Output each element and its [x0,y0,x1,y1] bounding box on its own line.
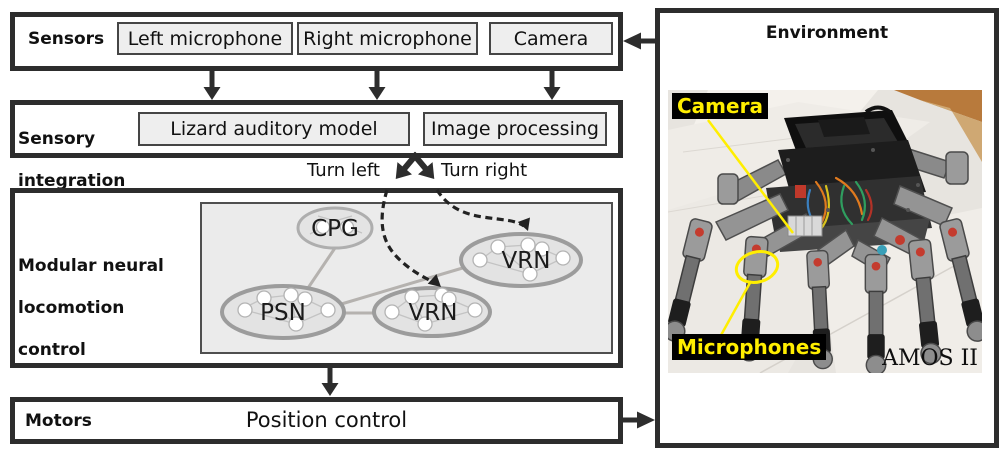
robot-body [668,105,982,373]
sensors-box: Sensors Left microphone Right microphone… [10,12,623,71]
sensors-title: Sensors [28,29,105,49]
environment-title: Environment [765,23,889,43]
sensory-integration-title-line1: Sensory [18,129,96,149]
sensory-integration-title: Sensory integration [18,108,125,192]
chip-left-microphone: Left microphone [117,22,293,55]
sensors-to-integration-arrow-1 [203,70,221,100]
locomotion-title-line2: locomotion [18,298,125,318]
chip-image-processing: Image processing [423,112,607,146]
robot-name-label: AMOS II [882,346,978,371]
motors-title: Motors [25,411,92,431]
neural-network-panel [200,202,613,354]
environment-to-sensors-arrow [623,32,656,50]
camera-annotation-line [707,119,794,234]
locomotion-title-line3: control [18,340,86,360]
chip-right-microphone: Right microphone [297,22,478,55]
camera-annotation-label: Camera [672,93,768,119]
locomotion-title-line1: Modular neural [18,256,164,276]
environment-box: Environment [655,8,999,448]
locomotion-box: Modular neural locomotion control [10,188,623,368]
chip-camera: Camera [489,22,613,55]
motors-box: Motors Position control [10,397,623,444]
sensors-to-integration-arrow-2 [368,70,386,100]
microphones-annotation-label: Microphones [672,334,827,360]
microphones-annotation-ellipse [734,250,780,284]
robot-illustration [668,90,982,373]
sensory-integration-title-line2: integration [18,171,126,191]
locomotion-title: Modular neural locomotion control [18,235,164,361]
position-control-label: Position control [245,408,408,432]
turn-right-label: Turn right [441,160,528,181]
locomotion-to-motors-arrow [321,367,339,396]
sensors-to-integration-arrow-3 [543,70,561,100]
robot-photo: Camera Microphones AMOS II [668,90,982,373]
motors-to-environment-arrow [622,411,655,429]
sensory-integration-box: Sensory integration Lizard auditory mode… [10,100,623,191]
microphones-annotation-line [718,280,753,338]
chip-lizard-auditory-model: Lizard auditory model [138,112,410,146]
turn-left-label: Turn left [306,160,380,181]
